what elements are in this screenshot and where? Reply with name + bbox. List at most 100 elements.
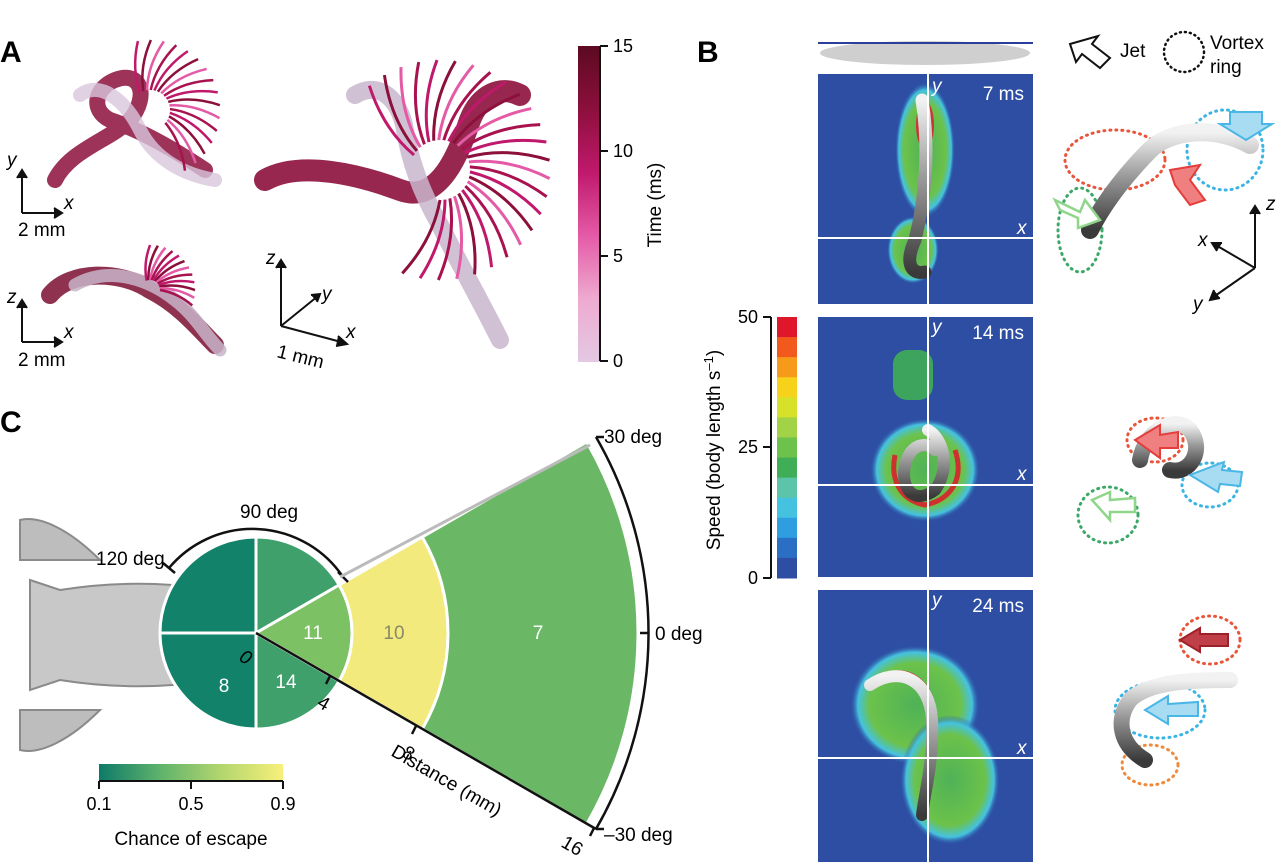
trajectory-ray bbox=[152, 254, 180, 282]
trajectory-ray bbox=[167, 98, 221, 107]
escape-colorbar-ticks bbox=[98, 780, 284, 789]
frame-24ms-time: 24 ms bbox=[972, 596, 1024, 617]
speed-color-step bbox=[777, 377, 797, 398]
flow-frame-7ms bbox=[818, 74, 1033, 304]
trajectory-ray bbox=[436, 198, 454, 281]
frame-7ms-x: x bbox=[1016, 218, 1028, 239]
trajectory-ray bbox=[464, 138, 547, 155]
angle-label-minus30: –30 deg bbox=[604, 825, 673, 846]
trajectory-ray bbox=[418, 199, 447, 279]
trajectory-ray bbox=[169, 111, 213, 144]
trajectory-ray bbox=[468, 159, 551, 180]
trajectory-ray bbox=[158, 279, 195, 287]
trajectory-ray bbox=[165, 89, 218, 100]
sector-front-outer bbox=[420, 439, 640, 827]
speed-colorbar bbox=[777, 317, 797, 579]
trajectory-ray bbox=[159, 288, 194, 307]
axis-y-3d: y bbox=[320, 284, 333, 305]
time-tick-5: 5 bbox=[613, 246, 623, 266]
trajectory-ray bbox=[469, 170, 542, 216]
speed-tick-25: 25 bbox=[738, 437, 758, 457]
axis-x-3d: x bbox=[345, 322, 357, 343]
speed-tick-50: 50 bbox=[738, 307, 758, 327]
trajectory-ray bbox=[163, 78, 214, 97]
trajectory-ray bbox=[367, 85, 415, 157]
time-colorbar-ticks bbox=[599, 45, 608, 362]
axis-x-label-bottom: x bbox=[63, 322, 75, 343]
speed-color-step bbox=[777, 537, 797, 559]
axis-z-3d-b: z bbox=[1265, 194, 1276, 215]
trajectory-ray bbox=[466, 151, 550, 162]
trajectory-ray bbox=[155, 266, 190, 284]
speed-color-step bbox=[777, 457, 797, 479]
trajectory-ray bbox=[157, 273, 193, 285]
trajectory-ray bbox=[159, 284, 196, 292]
axis-x-3d-b: x bbox=[1197, 230, 1209, 251]
trajectory-ray bbox=[461, 189, 494, 268]
axis-z-label-bottom: z bbox=[6, 287, 17, 308]
trajectory-ray bbox=[156, 57, 199, 93]
trajectory-ray bbox=[468, 175, 534, 232]
speed-colorbar-label: Speed (body length s–1) bbox=[701, 350, 726, 550]
angle-label-90: 90 deg bbox=[240, 502, 298, 523]
speed-tick-0: 0 bbox=[748, 568, 758, 588]
sector-mid-upper bbox=[254, 535, 342, 636]
axis-x-label-top: x bbox=[63, 193, 75, 214]
panel-c-frame bbox=[162, 435, 650, 837]
speed-color-step bbox=[777, 317, 797, 338]
trajectory-ray bbox=[141, 39, 153, 92]
trajectory-ray bbox=[144, 244, 152, 281]
sector-mid-lower bbox=[254, 630, 342, 731]
trajectory-ray bbox=[424, 59, 439, 143]
time-colorbar bbox=[578, 46, 600, 362]
sector-rear-lower bbox=[158, 631, 258, 731]
panel-a-render-top bbox=[47, 39, 222, 188]
angle-label-0: 0 deg bbox=[655, 624, 703, 645]
legend-vortex-line1: Vortex bbox=[1210, 33, 1264, 54]
escape-tick-09: 0.9 bbox=[270, 794, 295, 814]
frame-24ms-x: x bbox=[1016, 738, 1028, 759]
frame-14ms-x: x bbox=[1016, 464, 1028, 485]
trajectory-ray bbox=[453, 195, 464, 280]
trajectory-ray bbox=[154, 259, 185, 283]
axes-bottom bbox=[16, 298, 64, 348]
legend-vortex-line2: ring bbox=[1210, 57, 1242, 78]
sector-label-mid-lower: 14 bbox=[275, 672, 297, 693]
scale-3d: 1 mm bbox=[275, 341, 326, 373]
panel-a-render-side bbox=[41, 244, 227, 357]
sector-label-front-inner: 11 bbox=[303, 623, 323, 644]
panel-a-render-3d bbox=[254, 59, 551, 349]
sector-label-rear-lower: 8 bbox=[219, 676, 230, 697]
frame-24ms-y: y bbox=[930, 590, 943, 611]
speed-color-step bbox=[777, 417, 797, 438]
time-colorbar-label: Time (ms) bbox=[645, 163, 666, 248]
panel-c-label: C bbox=[0, 406, 22, 439]
axes-3d-a bbox=[275, 258, 350, 347]
trajectory-ray bbox=[166, 118, 197, 164]
trajectory-ray bbox=[413, 61, 426, 145]
trajectory-ray bbox=[169, 107, 218, 132]
escape-sectors bbox=[158, 439, 640, 827]
fish-side-silhouette bbox=[820, 41, 1030, 65]
sector-label-front-outer: 7 bbox=[533, 623, 544, 644]
flow-frame-24ms bbox=[818, 590, 1033, 862]
axes-3d-b bbox=[1208, 204, 1261, 302]
trajectory-ray bbox=[149, 44, 178, 91]
trajectory-ray bbox=[160, 67, 207, 95]
speed-color-step bbox=[777, 357, 797, 378]
frame-14ms-y: y bbox=[930, 317, 943, 338]
axis-y-3d-b: y bbox=[1191, 294, 1204, 315]
trajectory-ray bbox=[399, 67, 422, 149]
jet-arrow-icon bbox=[1068, 34, 1112, 70]
frame-7ms-time: 7 ms bbox=[983, 84, 1024, 105]
time-tick-0: 0 bbox=[613, 351, 623, 371]
time-tick-15: 15 bbox=[613, 36, 633, 56]
trajectory-ray bbox=[148, 246, 167, 281]
jet-diagram-24ms bbox=[1113, 614, 1242, 787]
trajectory-ray bbox=[401, 199, 442, 275]
panel-b-label: B bbox=[697, 36, 719, 69]
speed-color-step bbox=[777, 557, 797, 579]
panel-a-label: A bbox=[0, 36, 22, 69]
jet-diagram-7ms bbox=[1052, 108, 1276, 274]
